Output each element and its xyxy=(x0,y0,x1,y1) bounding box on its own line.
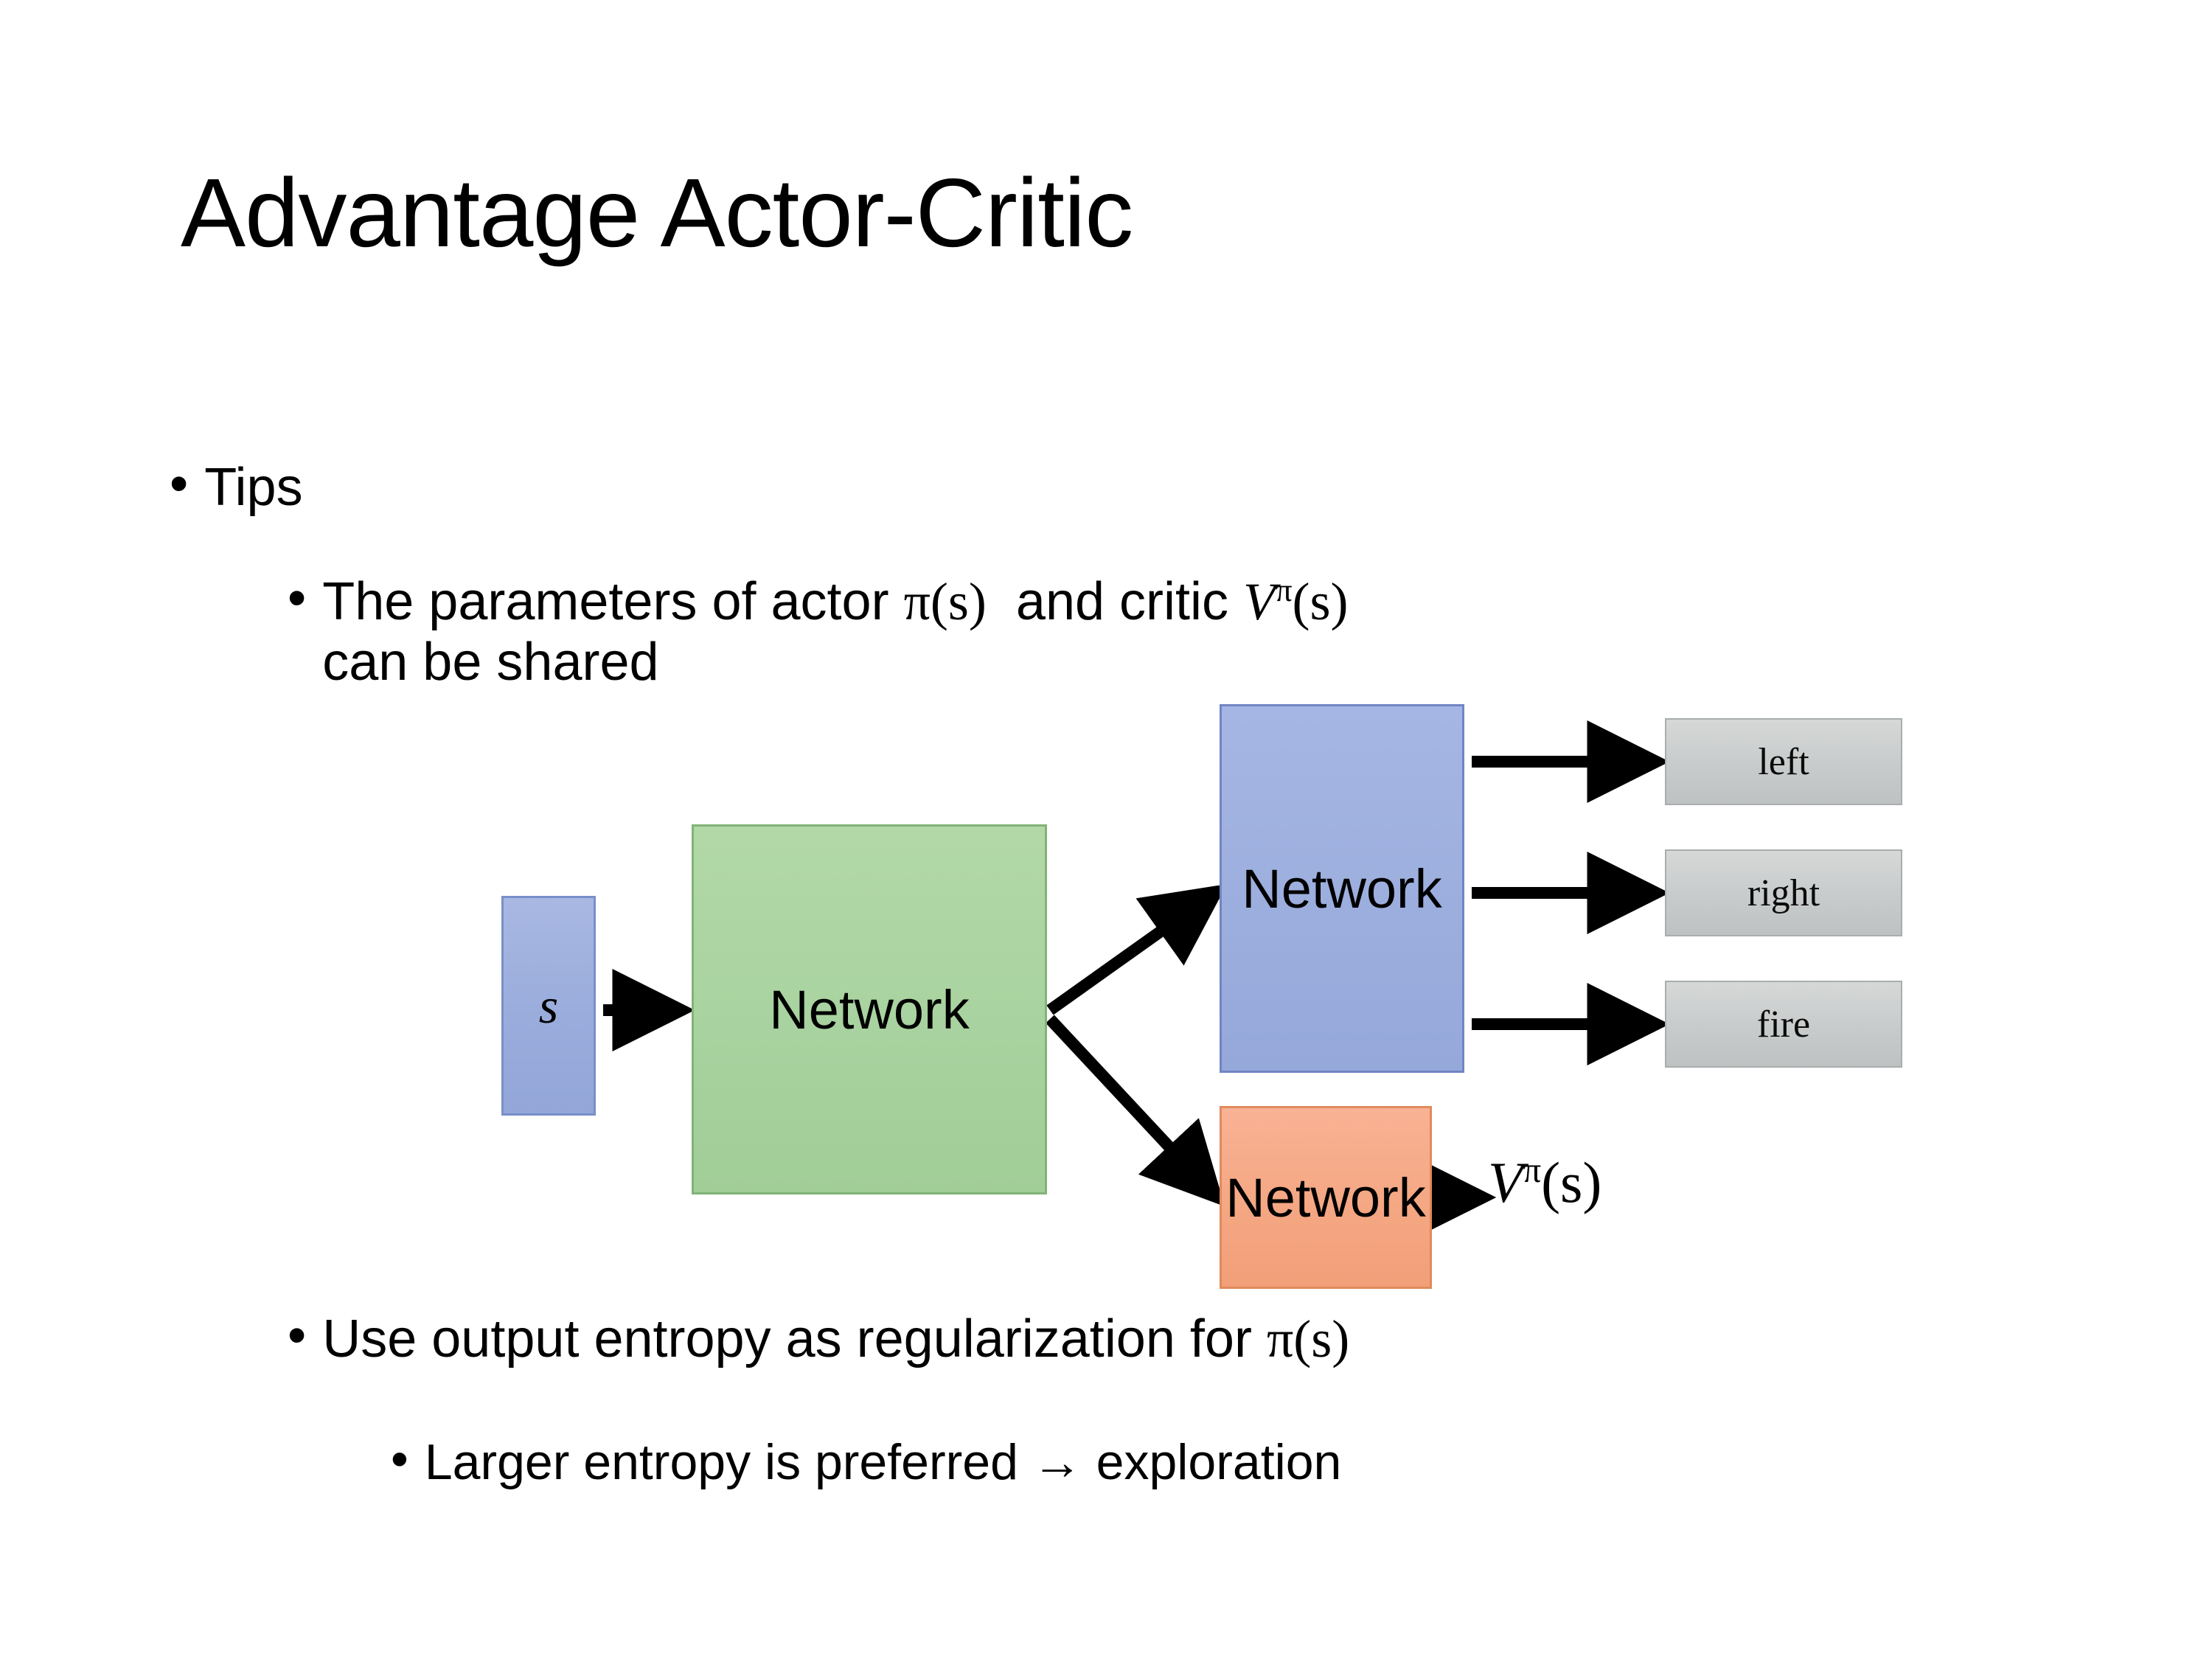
v-argument: (s) xyxy=(1292,572,1349,631)
bullet-marker: • xyxy=(391,1431,408,1487)
actor-network-box[interactable]: Network xyxy=(1220,704,1464,1073)
action-output-right[interactable]: right xyxy=(1665,849,1902,936)
action-output-fire[interactable]: fire xyxy=(1665,981,1902,1068)
actor-network-label: Network xyxy=(1242,858,1442,919)
pi-of-s-math: π(s) xyxy=(903,572,987,631)
v-superscript-pi: π xyxy=(1276,571,1293,608)
shared-network-label: Network xyxy=(769,978,970,1040)
input-state-box[interactable]: s xyxy=(501,896,596,1116)
entropy-text: Use output entropy as regularization for xyxy=(322,1310,1267,1368)
critic-output-value-label: Vπ(s) xyxy=(1488,1149,1601,1216)
v-argument: (s) xyxy=(1541,1150,1602,1214)
critic-network-label: Network xyxy=(1225,1166,1426,1228)
input-state-label: s xyxy=(538,977,559,1034)
bullet-entropy-body: Use output entropy as regularization for… xyxy=(322,1309,1349,1369)
arrow-shared-to-critic xyxy=(1046,1015,1225,1207)
page-title: Advantage Actor-Critic xyxy=(181,159,1133,267)
text-mid: and critic xyxy=(986,572,1244,631)
action-output-fire-label: fire xyxy=(1756,1003,1811,1046)
bullet-larger-entropy: • Larger entropy is preferred → explorat… xyxy=(391,1434,1341,1492)
action-output-left-label: left xyxy=(1758,740,1809,783)
v-symbol: V xyxy=(1488,1150,1523,1214)
action-output-left[interactable]: left xyxy=(1665,718,1902,805)
bullet-larger-entropy-label: Larger entropy is preferred → exploratio… xyxy=(424,1434,1342,1490)
shared-network-box[interactable]: Network xyxy=(692,824,1047,1194)
shared-parameters-line2: can be shared xyxy=(322,633,659,692)
arrow-shared-to-actor xyxy=(1046,884,1228,1015)
bullet-marker: • xyxy=(170,454,189,513)
critic-network-box[interactable]: Network xyxy=(1220,1106,1432,1289)
bullet-entropy-regularization: • Use output entropy as regularization f… xyxy=(288,1309,1349,1369)
bullet-tips-label: Tips xyxy=(204,458,303,517)
bullet-shared-parameters-body: The parameters of actor π(s) and critic … xyxy=(322,571,1348,692)
v-superscript-pi: π xyxy=(1523,1151,1542,1190)
bullet-shared-parameters: • The parameters of actor π(s) and criti… xyxy=(288,571,2109,692)
text-before-pi: The parameters of actor xyxy=(322,572,904,631)
action-output-right-label: right xyxy=(1747,872,1820,914)
bullet-marker: • xyxy=(288,1306,307,1365)
pi-of-s-math: π(s) xyxy=(1266,1310,1350,1368)
bullet-marker: • xyxy=(288,568,307,627)
bullet-tips: • Tips xyxy=(170,457,303,518)
v-symbol: V xyxy=(1243,572,1276,631)
